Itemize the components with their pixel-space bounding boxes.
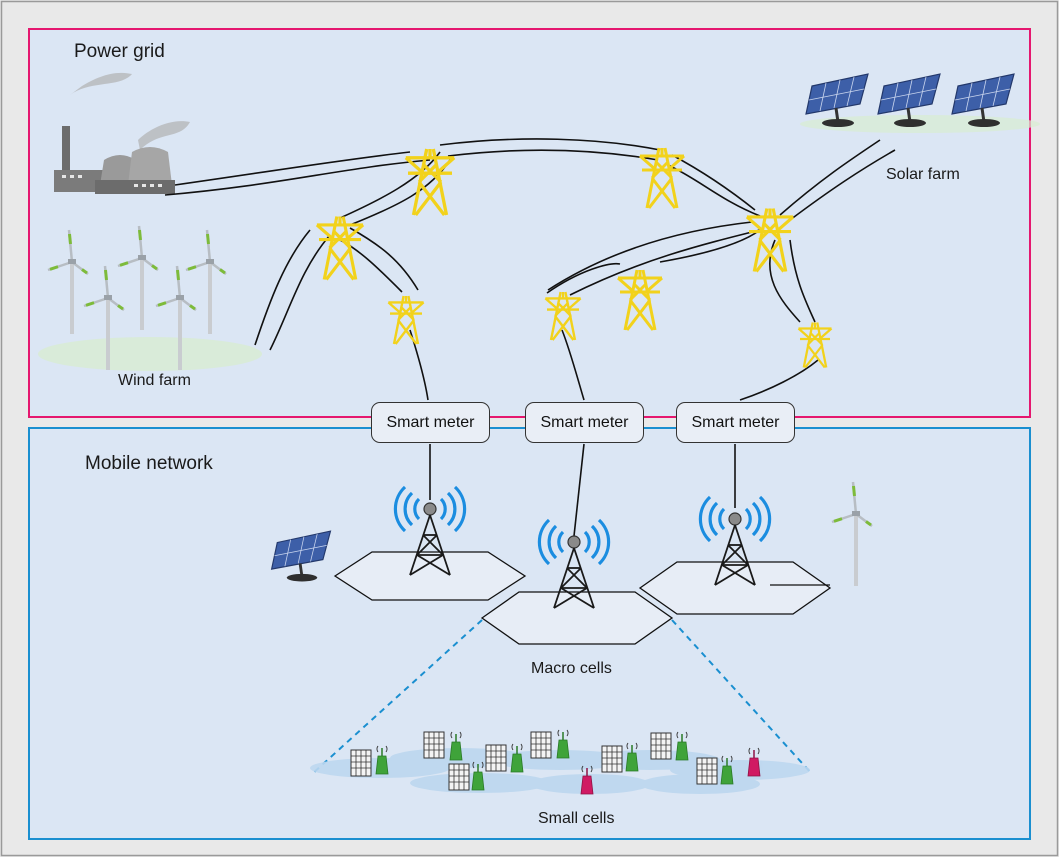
small-cells-area xyxy=(310,729,810,795)
zoom-lines xyxy=(311,619,813,775)
solar-farm-icon xyxy=(800,72,1040,133)
wind-farm-icon xyxy=(38,224,262,372)
smart-meter-3: Smart meter xyxy=(676,402,795,443)
smart-meter-1: Smart meter xyxy=(371,402,490,443)
power-grid-label: Power grid xyxy=(74,41,165,62)
power-plant-icon xyxy=(54,72,190,194)
smart-meter-2: Smart meter xyxy=(525,402,644,443)
solar-farm-label: Solar farm xyxy=(886,166,960,183)
meter-links xyxy=(429,443,736,537)
wind-farm-label: Wind farm xyxy=(118,372,191,389)
macro-cell-hexagons xyxy=(333,551,832,645)
mobile-network-label: Mobile network xyxy=(85,453,213,474)
macro-cells-label: Macro cells xyxy=(531,660,612,677)
transmission-lines xyxy=(164,138,896,401)
small-cells-label: Small cells xyxy=(538,810,615,827)
